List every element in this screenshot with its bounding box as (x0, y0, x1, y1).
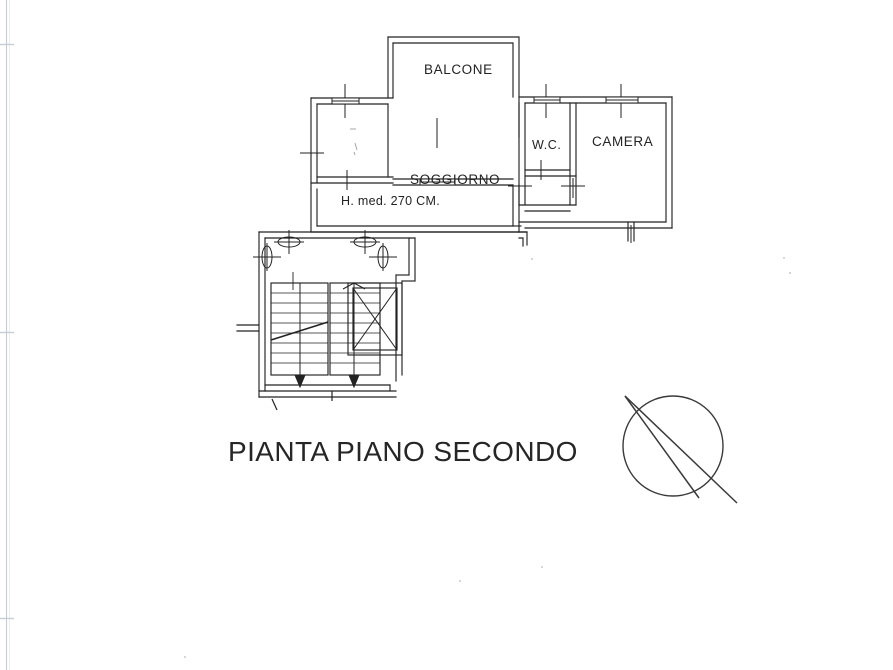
window-wc-top (533, 84, 561, 118)
north-arrow-compass (622, 395, 738, 504)
window-symbol-landing-top-left (274, 230, 304, 254)
room-label-camera: CAMERA (592, 134, 654, 149)
wall-right-wing (518, 96, 673, 242)
wall-soggiorno (310, 184, 520, 233)
scan-specks (184, 257, 791, 658)
wall-balcone (387, 36, 520, 186)
room-label-balcone: BALCONE (424, 62, 493, 77)
elevator-shaft (347, 282, 403, 356)
window-camera-top (605, 84, 639, 118)
ceiling-height-annotation: H. med. 270 CM. (341, 194, 440, 208)
stair-direction-arrows (292, 272, 366, 389)
window-symbol-landing-left (253, 243, 281, 271)
window-upper-left-top (331, 84, 360, 118)
stair-treads (271, 292, 380, 364)
faint-pencil-marks (350, 128, 358, 156)
scan-edge-guides (0, 0, 14, 670)
window-symbol-landing-top-right (350, 230, 380, 254)
wall-upper-left-room (310, 97, 394, 190)
window-symbol-landing-right (369, 243, 397, 271)
window-balcone-soggiorno (419, 118, 456, 186)
openings (300, 84, 639, 243)
stair-flight-outline (270, 282, 381, 376)
wall-connector (512, 225, 528, 247)
elevator-cross (352, 287, 398, 351)
landing-window-symbols (253, 230, 397, 271)
room-label-soggiorno: SOGGIORNO (410, 172, 501, 187)
room-label-wc: W.C. (532, 138, 562, 152)
page-title: PIANTA PIANO SECONDO (228, 436, 578, 467)
misc-tick-marks (271, 391, 333, 411)
